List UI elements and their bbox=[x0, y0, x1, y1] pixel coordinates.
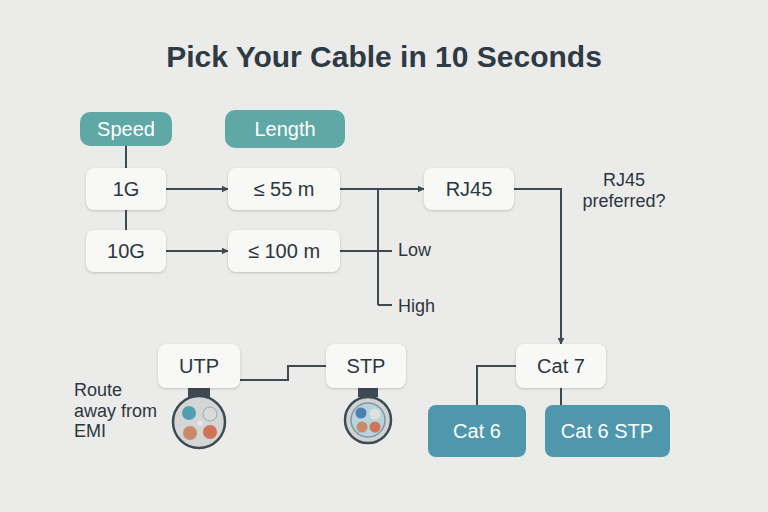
node-label: STP bbox=[347, 355, 386, 377]
wire-pair bbox=[356, 408, 367, 419]
node-label: RJ45 bbox=[446, 178, 493, 200]
result-box: Cat 6 STP bbox=[545, 405, 670, 457]
wire-pair bbox=[182, 406, 196, 420]
connector-line bbox=[125, 146, 127, 168]
node-label: ≤ 55 m bbox=[254, 178, 315, 200]
wire-pair bbox=[370, 409, 381, 420]
result-box: Cat 6 bbox=[428, 405, 526, 457]
node-label: Cat 6 bbox=[453, 420, 501, 442]
node-label: ≤ 100 m bbox=[248, 240, 320, 262]
category-box: Cat 7 bbox=[516, 344, 606, 388]
connector-line bbox=[240, 366, 326, 380]
node-label: 1G bbox=[113, 178, 140, 200]
branch-label: Low bbox=[398, 240, 458, 261]
connector-box: RJ45 bbox=[424, 168, 514, 210]
branch-line bbox=[378, 304, 392, 306]
filler bbox=[198, 421, 203, 426]
branch-label: High bbox=[398, 296, 458, 317]
branch-line bbox=[340, 250, 392, 252]
cable-type-box: STP bbox=[326, 344, 406, 388]
speed-header: Speed bbox=[80, 112, 172, 146]
branch-line bbox=[377, 189, 379, 305]
option-box: 1G bbox=[86, 168, 166, 210]
wire-pair bbox=[357, 422, 368, 433]
cable-type-box: UTP bbox=[158, 344, 240, 388]
routing-note: Route away from EMI bbox=[74, 380, 158, 442]
node-label: UTP bbox=[179, 355, 219, 377]
option-box: ≤ 55 m bbox=[228, 168, 340, 210]
cable-jacket bbox=[345, 397, 391, 443]
cable-jacket bbox=[173, 396, 225, 448]
wire-pair bbox=[203, 425, 217, 439]
cable-stub bbox=[358, 388, 378, 397]
diagram-title: Pick Your Cable in 10 Seconds bbox=[0, 40, 768, 74]
option-box: 10G bbox=[86, 230, 166, 272]
node-label: Length bbox=[254, 118, 315, 140]
flow-arrow bbox=[166, 188, 228, 190]
flow-arrow bbox=[340, 188, 424, 190]
foil-shield bbox=[351, 403, 385, 437]
node-label: Cat 6 STP bbox=[561, 420, 653, 442]
connector-line bbox=[560, 388, 562, 405]
node-label: Cat 7 bbox=[537, 355, 585, 377]
option-box: ≤ 100 m bbox=[228, 230, 340, 272]
stp-cable-section bbox=[345, 388, 391, 443]
connector-line bbox=[477, 366, 516, 405]
wire-pair bbox=[203, 407, 217, 421]
wire-pair bbox=[370, 422, 381, 433]
connector-line bbox=[125, 210, 127, 230]
length-header: Length bbox=[225, 110, 345, 148]
question-note: RJ45 preferred? bbox=[572, 170, 676, 211]
wire-pair bbox=[183, 426, 197, 440]
utp-cable-section bbox=[173, 388, 225, 448]
node-label: Speed bbox=[97, 118, 155, 140]
branch-leader bbox=[340, 189, 392, 305]
node-label: 10G bbox=[107, 240, 145, 262]
flow-arrow bbox=[514, 189, 561, 344]
flow-arrow bbox=[166, 250, 228, 252]
